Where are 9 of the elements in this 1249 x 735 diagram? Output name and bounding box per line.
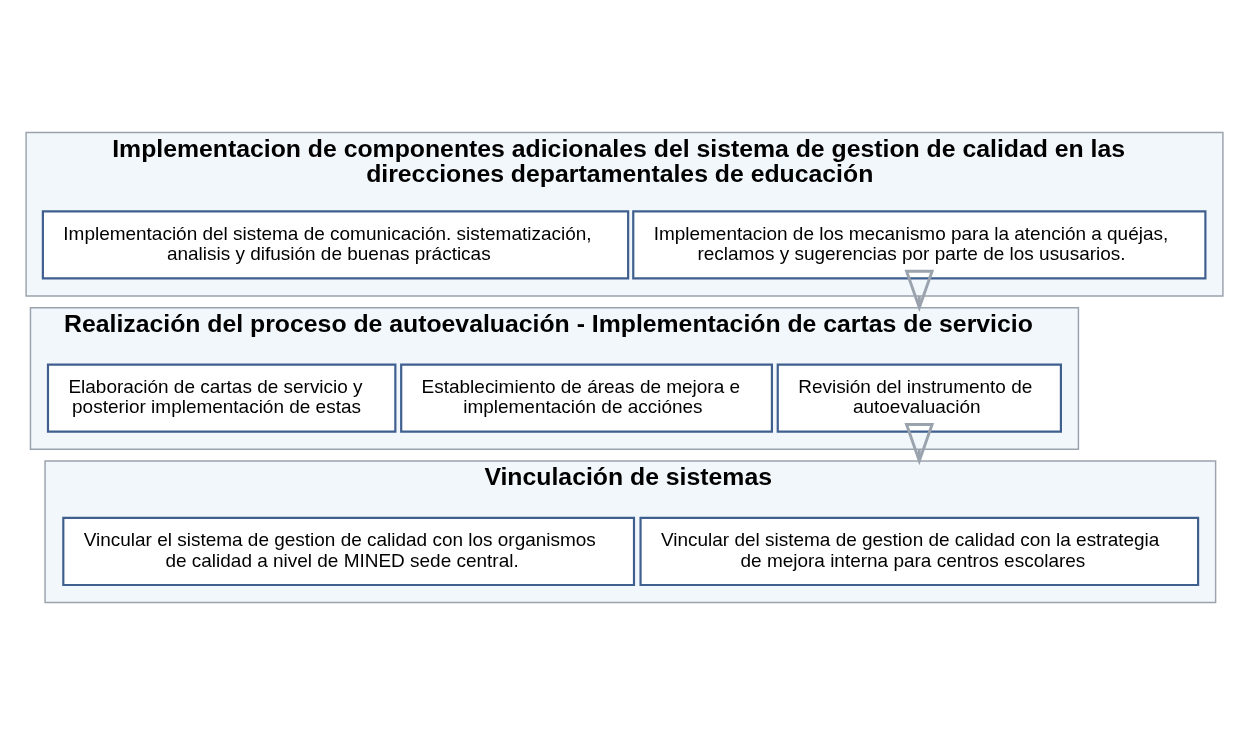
arrow [904,269,935,313]
node-box: Vincular del sistema de gestion de calidad con la estrategia de mejora interna para centros escolares [639,516,1200,587]
node-box: Implementacion de los mecanismo para la atención a quéjas, reclamos y sugerencias por parte de los ususarios. [632,210,1207,280]
node-box: Vincular el sistema de gestion de calidad con los organismos de calidad a nivel de MINED sede central. [62,516,636,587]
node-box: Revisión del instrumento de autoevaluación [776,363,1062,433]
node-box: Establecimiento de áreas de mejora e implementación de acciónes [400,363,773,433]
node-box: Elaboración de cartas de servicio y posterior implementación de estas [46,363,397,433]
arrow [904,422,935,466]
node-box: Implementación del sistema de comunicación. sistematización, analisis y difusión de buenas prácticas [41,210,630,280]
